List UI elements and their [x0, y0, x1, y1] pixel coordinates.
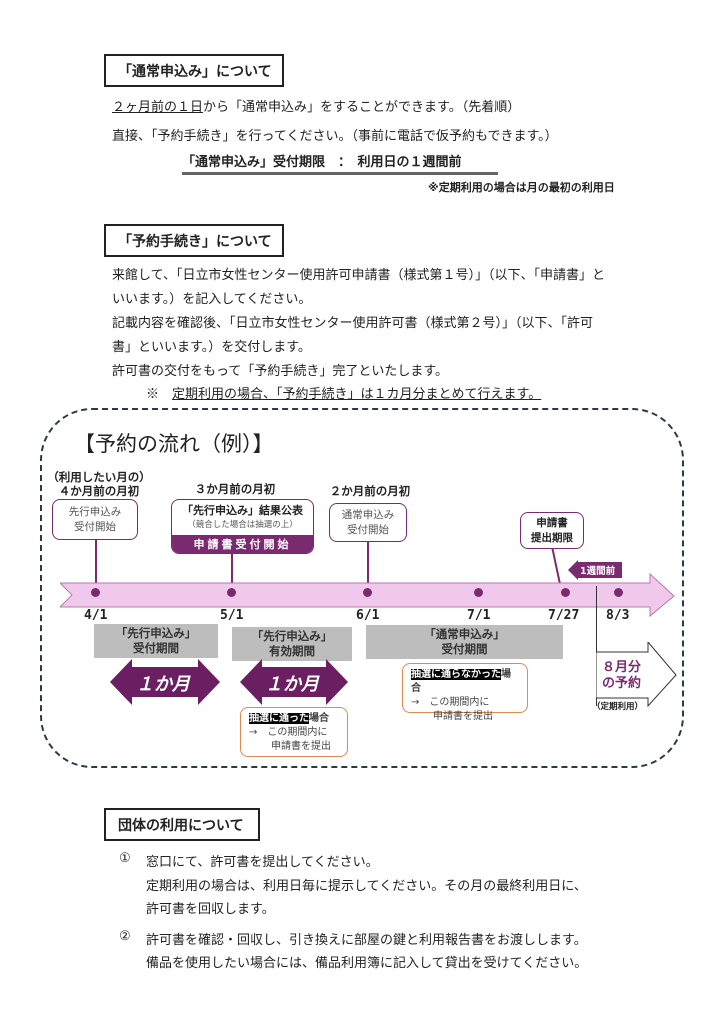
- section2-line: いいます。）を記入してください。: [112, 292, 312, 307]
- one-month-label: １か月: [136, 674, 190, 695]
- regular-use-note: ※定期利用の場合は月の最初の利用日: [428, 181, 615, 194]
- period-normal-accept: 「通常申込み」受付期間: [366, 625, 563, 659]
- underlined-text: ２ヶ月前の１日: [112, 100, 204, 115]
- august-line: の予約: [602, 676, 642, 691]
- timeline-dot: [561, 588, 570, 597]
- section-heading-group-use: 団体の利用について: [104, 808, 260, 841]
- highlight: 抽選に通った: [249, 713, 309, 724]
- one-month-label: １か月: [265, 674, 319, 695]
- heading-text: 「予約手続き」について: [118, 233, 272, 250]
- box-title-rest: 場合: [411, 669, 511, 694]
- date-label: 7/27: [548, 608, 580, 623]
- item-number: ①: [119, 851, 131, 866]
- section2-line: 記載内容を確認後、「日立市女性センター使用許可書（様式第２号）」（以下、「許可: [112, 316, 594, 331]
- regular-use-label: （定期利用）: [592, 702, 644, 712]
- timeline-dot: [363, 588, 372, 597]
- label-line: （利用したい月の）: [47, 470, 151, 484]
- section2-note: ※ 定期利用の場合、「予約手続き」は１カ月分まとめて行えます。: [146, 383, 541, 402]
- note-text: 定期利用の場合、「予約手続き」は１カ月分まとめて行えます。: [172, 387, 542, 402]
- note-mark: ※: [146, 387, 160, 402]
- one-month-arrow: [240, 659, 348, 705]
- week-marker-line: [596, 586, 597, 706]
- period-line: 受付期間: [441, 642, 488, 656]
- won-lottery-box: 抽選に通った場合 → この期間内に 申請書を提出: [240, 707, 348, 757]
- period-advance-accept: 「先行申込み」受付期間: [94, 624, 218, 658]
- date-label: 5/1: [220, 608, 244, 623]
- heading-text: 団体の利用について: [118, 817, 244, 834]
- period-line: 受付期間: [133, 641, 179, 655]
- section2-line: 許可書の交付をもって「予約手続き」完了といたします。: [112, 364, 449, 379]
- box-line: 提出期限: [531, 531, 573, 544]
- period-line: 「通常申込み」: [424, 627, 505, 641]
- line-text: から「通常申込み」をすることができます。（先着順）: [203, 100, 521, 115]
- august-arrow: [596, 642, 677, 708]
- box-title: 抽選に通った場合: [249, 712, 339, 726]
- flow-frame: [40, 408, 684, 768]
- timeline-dot: [614, 588, 623, 597]
- timeline-dot: [227, 588, 236, 597]
- label-4-months: （利用したい月の）４か月前の月初: [44, 470, 154, 498]
- flow-title: 【予約の流れ（例）】: [74, 432, 274, 456]
- box-title: 抽選に通らなかった場合: [411, 668, 519, 696]
- period-line: 「先行申込み」: [251, 629, 333, 643]
- box-line: → この期間内に: [249, 727, 328, 738]
- item-line: 許可書を確認・回収し、引き換えに部屋の鍵と利用報告書をお渡しします。: [146, 933, 587, 948]
- box-line: 「先行申込み」結果公表: [182, 504, 303, 517]
- date-label: 4/1: [84, 608, 108, 623]
- period-advance-valid: 「先行申込み」有効期間: [232, 627, 352, 661]
- period-line: 「先行申込み」: [115, 626, 197, 640]
- item-line: 窓口にて、許可書を提出してください。: [146, 855, 379, 870]
- highlight: 抽選に通らなかった: [411, 669, 501, 680]
- lost-lottery-box: 抽選に通らなかった場合 → この期間内に 申請書を提出: [402, 663, 528, 722]
- box-result: 「先行申込み」結果公表 （競合した場合は抽選の上） 申請書受付開始: [171, 499, 314, 554]
- box-line: 受付開始: [347, 523, 389, 536]
- label-line: ４か月前の月初: [58, 484, 140, 498]
- section-heading-normal-application: 「通常申込み」について: [104, 54, 284, 87]
- box-advance-start: 先行申込み受付開始: [52, 499, 138, 540]
- date-label: 8/3: [606, 608, 630, 623]
- application-start-band: 申請書受付開始: [172, 535, 313, 553]
- august-line: ８月分: [602, 660, 642, 675]
- box-line: 申請書を提出: [433, 711, 493, 722]
- connector: [95, 540, 97, 592]
- section-heading-reservation: 「予約手続き」について: [104, 224, 284, 257]
- date-label: 6/1: [356, 608, 380, 623]
- item-line: 備品を使用したい場合には、備品利用簿に記入して貸出を受けてください。: [146, 956, 588, 971]
- section1-line2: 直接、「予約手続き」を行ってください。（事前に電話で仮予約もできます。）: [112, 129, 558, 144]
- box-line: 先行申込み: [68, 505, 122, 518]
- heading-text: 「通常申込み」について: [118, 63, 272, 80]
- timeline-dot: [474, 588, 483, 597]
- label-3-months: ３か月前の月初: [194, 482, 276, 496]
- box-line: 通常申込み: [341, 508, 395, 521]
- box-line: 申請書を提出: [271, 741, 331, 752]
- box-line: → この期間内に: [411, 697, 490, 708]
- item-line: 許可書を回収します。: [146, 902, 275, 917]
- item-line: 定期利用の場合は、利用日毎に提示してください。その月の最終利用日に、: [146, 879, 587, 894]
- box-normal-start: 通常申込み受付開始: [329, 503, 407, 542]
- deadline-text: 「通常申込み」受付期限 ： 利用日の１週間前: [182, 151, 498, 175]
- box-line: 受付開始: [74, 520, 116, 533]
- date-label: 7/1: [467, 608, 491, 623]
- one-month-arrow: [110, 659, 220, 705]
- connector: [231, 554, 233, 592]
- section1-line1: ２ヶ月前の１日から「通常申込み」をすることができます。（先着順）: [112, 96, 520, 115]
- label-2-months: ２か月前の月初: [329, 484, 411, 498]
- item-number: ②: [119, 929, 131, 944]
- box-deadline: 申請書提出期限: [520, 512, 584, 549]
- period-line: 有効期間: [269, 644, 315, 658]
- box-line: 申請書: [536, 516, 568, 529]
- section2-line: 来館して、「日立市女性センター使用許可申請書（様式第１号）」（以下、「申請書」と: [112, 268, 605, 283]
- week-before-label: 1週間前: [580, 566, 616, 577]
- box-line: （競合した場合は抽選の上）: [187, 520, 298, 530]
- august-reservation: ８月分の予約: [602, 660, 641, 692]
- timeline-dot: [91, 588, 100, 597]
- week-before-arrow: [568, 560, 622, 580]
- section2-line: 書」といいます。）を交付します。: [112, 340, 311, 355]
- connector: [367, 540, 369, 592]
- box-title-rest: 場合: [309, 713, 329, 724]
